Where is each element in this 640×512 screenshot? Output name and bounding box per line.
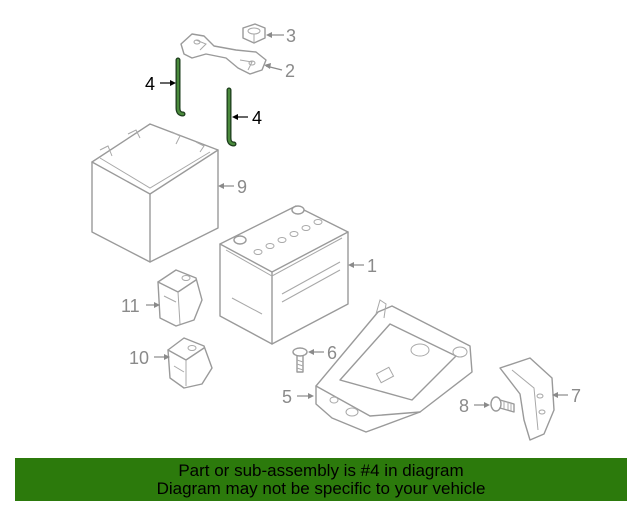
- part-4-rod-right[interactable]: [226, 87, 237, 147]
- callout-4-left[interactable]: 4: [145, 74, 155, 94]
- part-5-battery-tray[interactable]: [315, 299, 473, 433]
- callout-3[interactable]: 3: [286, 26, 296, 46]
- leader-4b: [232, 114, 248, 120]
- leader-3: [266, 32, 284, 38]
- leader-9: [218, 183, 234, 189]
- part-9-battery-cover[interactable]: [91, 123, 219, 263]
- leader-11: [146, 302, 160, 308]
- part-6-bolt[interactable]: [292, 347, 308, 373]
- leader-4a: [160, 80, 176, 86]
- callout-6[interactable]: 6: [327, 343, 337, 363]
- highlight-banner: Part or sub-assembly is #4 in diagram Di…: [15, 458, 627, 501]
- callout-4-right[interactable]: 4: [252, 108, 262, 128]
- callout-2[interactable]: 2: [285, 61, 295, 81]
- part-7-side-bracket[interactable]: [499, 357, 555, 441]
- leader-1: [348, 262, 364, 268]
- callout-5[interactable]: 5: [282, 387, 292, 407]
- banner-line-1: Part or sub-assembly is #4 in diagram: [178, 460, 464, 480]
- part-8-bolt[interactable]: [490, 396, 515, 413]
- leader-5: [297, 393, 314, 399]
- callout-9[interactable]: 9: [237, 177, 247, 197]
- callout-11[interactable]: 11: [121, 296, 140, 316]
- callout-8[interactable]: 8: [459, 396, 469, 416]
- part-4-rod-left[interactable]: [175, 57, 186, 117]
- callout-10[interactable]: 10: [129, 348, 149, 368]
- leader-2: [264, 63, 283, 71]
- part-3-nut[interactable]: [242, 23, 266, 44]
- part-10-bracket[interactable]: [167, 337, 213, 389]
- callout-7[interactable]: 7: [571, 386, 581, 406]
- part-11-bracket[interactable]: [157, 269, 203, 327]
- part-1-battery[interactable]: [219, 205, 349, 345]
- banner-line-2: Diagram may not be specific to your vehi…: [156, 478, 486, 498]
- leader-8: [474, 402, 490, 408]
- callout-1[interactable]: 1: [367, 256, 377, 276]
- part-2-clamp-bracket[interactable]: [180, 33, 267, 75]
- leader-10: [154, 354, 170, 360]
- leader-6: [308, 349, 324, 355]
- leader-7: [552, 392, 568, 398]
